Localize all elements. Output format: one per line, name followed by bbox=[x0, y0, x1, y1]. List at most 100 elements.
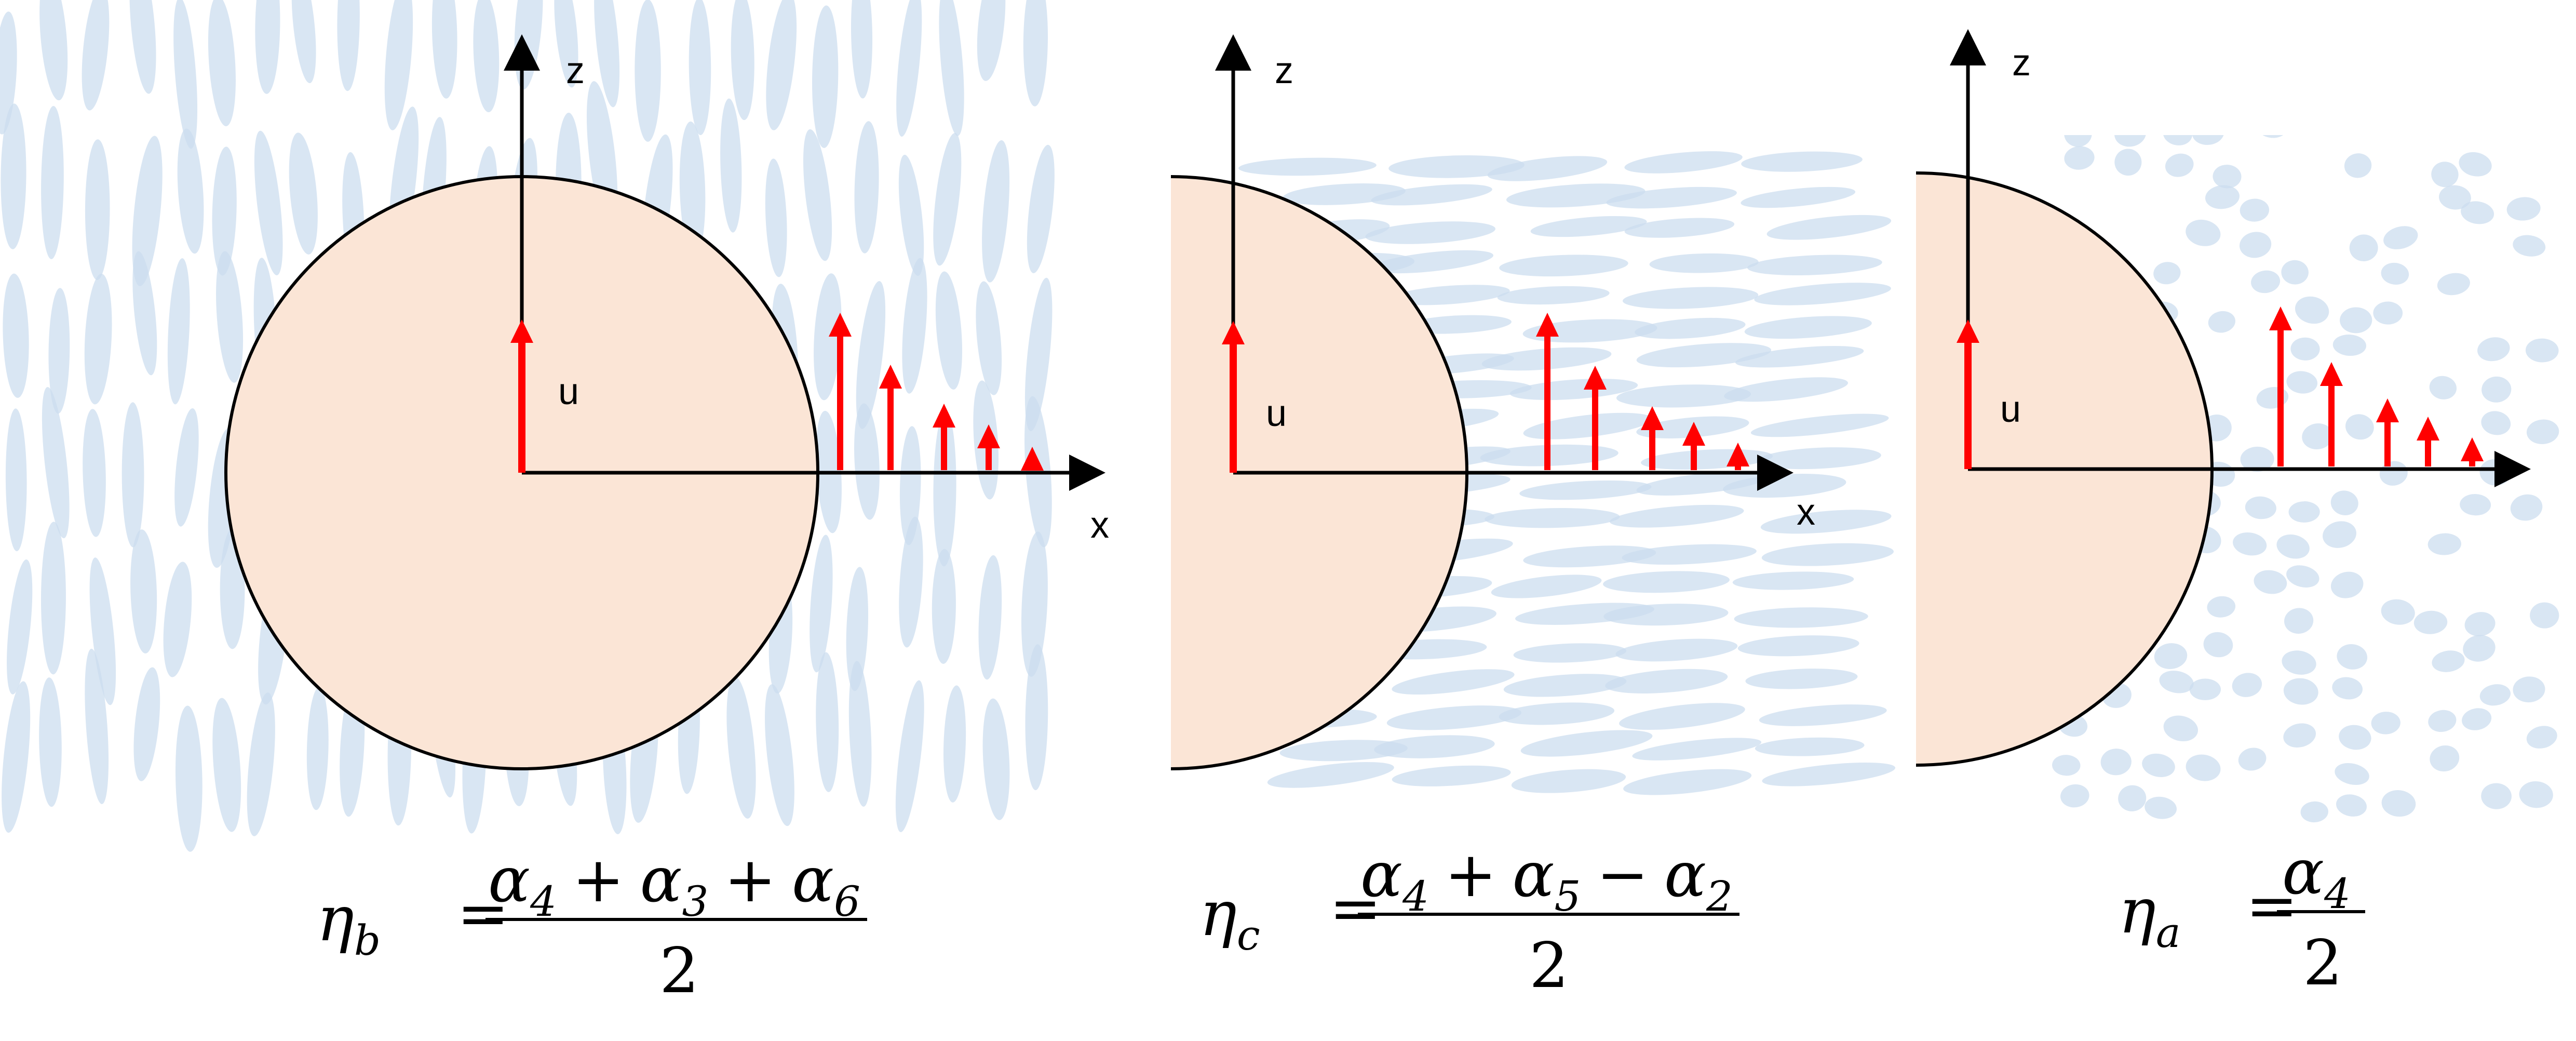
particle bbox=[848, 661, 872, 807]
particle bbox=[2238, 748, 2267, 771]
particle bbox=[2295, 296, 2329, 324]
particle bbox=[431, 0, 457, 99]
particle bbox=[2379, 461, 2408, 486]
flow-arrowhead bbox=[879, 365, 902, 389]
particle bbox=[978, 555, 1002, 680]
particle bbox=[2381, 599, 2415, 625]
particle bbox=[2159, 671, 2194, 693]
particle bbox=[2430, 745, 2460, 772]
particle bbox=[2251, 270, 2281, 293]
particle bbox=[2192, 135, 2224, 145]
particle bbox=[1603, 604, 1729, 626]
particle bbox=[2479, 459, 2511, 486]
particle bbox=[1024, 277, 1053, 432]
particle bbox=[2154, 643, 2188, 669]
particle bbox=[856, 281, 886, 429]
particle bbox=[1605, 669, 1728, 693]
particle bbox=[1766, 215, 1892, 240]
particle bbox=[82, 0, 110, 111]
particle bbox=[2381, 262, 2409, 285]
particle bbox=[2460, 493, 2491, 516]
particle bbox=[2506, 197, 2541, 221]
particle bbox=[2114, 135, 2147, 147]
particle bbox=[514, 0, 543, 90]
particle bbox=[2481, 783, 2512, 809]
particle bbox=[3, 273, 29, 398]
particle bbox=[1392, 669, 1515, 695]
panel-a-z-label: z bbox=[2012, 42, 2031, 84]
svg-text:=: = bbox=[1329, 873, 1382, 945]
particle bbox=[935, 271, 963, 390]
particle bbox=[765, 684, 794, 826]
particle bbox=[810, 535, 833, 673]
particle bbox=[2519, 781, 2553, 808]
particle bbox=[212, 698, 241, 832]
particle bbox=[2427, 533, 2461, 555]
particle bbox=[1499, 255, 1628, 277]
particle bbox=[173, 0, 198, 149]
particle bbox=[2064, 135, 2092, 147]
eq-a-eta: η bbox=[2119, 875, 2156, 947]
particle bbox=[1754, 283, 1891, 305]
svg-text:α4+α5−α2: α4+α5−α2 bbox=[1360, 839, 1733, 920]
particle bbox=[939, 0, 964, 136]
particle bbox=[1603, 571, 1730, 593]
particle bbox=[2336, 794, 2367, 817]
flow-arrowhead bbox=[829, 313, 852, 337]
particle bbox=[2437, 273, 2470, 296]
particle bbox=[2142, 753, 2175, 777]
particle bbox=[48, 288, 70, 414]
particle bbox=[1636, 472, 1768, 496]
svg-text:=: = bbox=[457, 878, 509, 950]
particle bbox=[765, 158, 787, 277]
eq-a-denominator: 2 bbox=[2303, 927, 2342, 999]
particle bbox=[1513, 643, 1627, 663]
particle bbox=[1523, 412, 1652, 439]
svg-text:ηc: ηc bbox=[1199, 878, 1260, 959]
flow-arrowhead bbox=[1536, 313, 1559, 337]
particle bbox=[846, 567, 869, 691]
flow-arrowhead bbox=[977, 424, 1000, 448]
particle bbox=[2163, 135, 2192, 145]
particle bbox=[2481, 411, 2511, 435]
particle bbox=[1616, 384, 1751, 408]
particle bbox=[816, 652, 839, 792]
particle bbox=[2513, 676, 2545, 703]
particle bbox=[2463, 635, 2496, 662]
particle bbox=[1635, 317, 1746, 339]
particle bbox=[1499, 702, 1615, 725]
particle bbox=[2344, 153, 2372, 178]
particle bbox=[2205, 185, 2240, 209]
particle bbox=[1491, 575, 1602, 598]
particle bbox=[2256, 386, 2289, 409]
particle bbox=[2254, 570, 2287, 594]
particle bbox=[2245, 496, 2276, 519]
particle bbox=[130, 529, 157, 653]
particle bbox=[1267, 762, 1394, 788]
flow-arrowhead bbox=[2320, 362, 2343, 386]
particle bbox=[2432, 650, 2465, 672]
flow-arrowhead bbox=[1584, 366, 1607, 390]
flow-arrowhead bbox=[2461, 437, 2484, 461]
particle bbox=[720, 98, 742, 233]
svg-text:ηb: ηb bbox=[317, 883, 381, 965]
particle bbox=[1619, 703, 1745, 730]
particle bbox=[1021, 531, 1048, 677]
particle bbox=[2431, 162, 2459, 188]
particle bbox=[247, 692, 275, 836]
particle bbox=[902, 258, 927, 394]
particle bbox=[2413, 610, 2448, 634]
particle bbox=[2477, 337, 2510, 362]
eq-b-sub: b bbox=[354, 916, 381, 965]
particle bbox=[2480, 105, 2519, 137]
flow-arrowhead bbox=[2376, 398, 2399, 422]
particle bbox=[85, 139, 110, 280]
particle bbox=[1750, 413, 1889, 437]
particle bbox=[1485, 508, 1620, 528]
particle bbox=[167, 258, 190, 405]
particle bbox=[854, 403, 880, 520]
particle bbox=[2207, 596, 2236, 618]
particle bbox=[2052, 755, 2081, 776]
particle bbox=[1759, 704, 1887, 726]
particle bbox=[1027, 144, 1055, 273]
